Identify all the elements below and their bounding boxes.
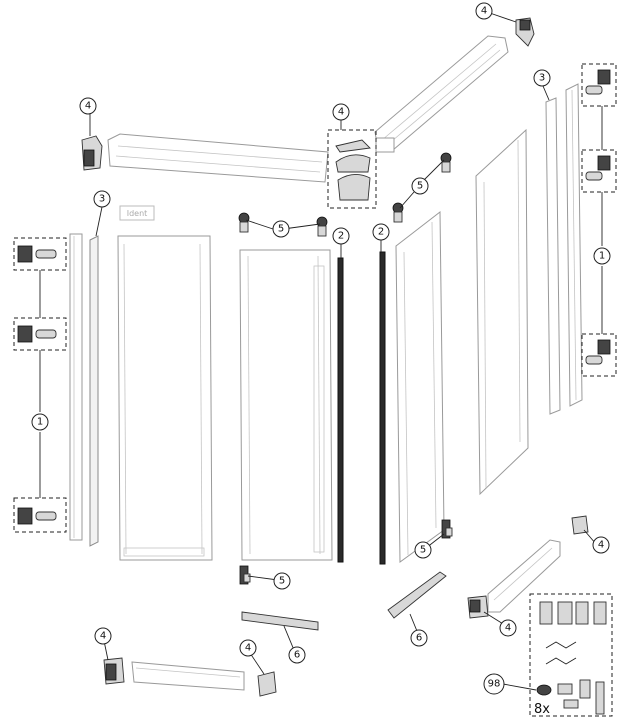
roller-top-right-b	[440, 152, 452, 173]
callout-4-center: 4	[332, 103, 350, 121]
callout-98-kit: 98	[483, 673, 505, 695]
fixed-panel-left	[117, 235, 213, 561]
sliding-door-right	[395, 210, 445, 563]
bottom-sweep-left	[241, 611, 319, 631]
end-cap-bottom-center	[257, 671, 277, 697]
svg-text:4: 4	[481, 6, 487, 17]
wall-profile-left	[69, 233, 83, 541]
callout-5-top-right: 5	[411, 177, 429, 195]
svg-text:5: 5	[417, 181, 423, 192]
svg-text:98: 98	[488, 679, 501, 690]
kit-quantity-label: 8x	[534, 702, 550, 717]
svg-text:5: 5	[420, 545, 426, 556]
svg-text:4: 4	[505, 623, 511, 634]
ident-tag: Ident	[119, 205, 155, 221]
callout-6-right: 6	[410, 629, 428, 647]
roller-top-left-a	[238, 212, 250, 233]
end-cap-right-small	[571, 515, 589, 535]
callout-4-right-small: 4	[592, 536, 610, 554]
fixing-kit-box	[529, 593, 613, 717]
callout-5-bottom-right: 5	[414, 541, 432, 559]
callout-6-left: 6	[288, 646, 306, 664]
endcap-set-box	[327, 129, 377, 209]
svg-text:2: 2	[378, 227, 384, 238]
callout-4-bottom-right: 4	[499, 619, 517, 637]
callout-2-left: 2	[332, 227, 350, 245]
magnetic-seal-left	[337, 257, 344, 563]
roller-top-right-a	[392, 202, 404, 223]
svg-text:2: 2	[338, 231, 344, 242]
svg-text:5: 5	[279, 576, 285, 587]
wall-profile-right	[565, 83, 583, 407]
callout-3-right: 3	[533, 69, 551, 87]
ident-label: Ident	[127, 209, 148, 218]
svg-text:6: 6	[416, 633, 422, 644]
svg-text:3: 3	[539, 73, 545, 84]
wall-seal-left	[89, 235, 99, 547]
svg-text:4: 4	[338, 107, 344, 118]
endcap-set	[335, 139, 371, 201]
svg-text:4: 4	[245, 643, 251, 654]
callout-4-bottom-left: 4	[94, 627, 112, 645]
wall-bracket-set-right	[581, 63, 617, 377]
bottom-rail-left	[131, 661, 245, 691]
roller-bottom-left	[239, 565, 251, 585]
magnetic-seal-right	[379, 251, 386, 565]
end-cap-top-right	[515, 17, 535, 47]
svg-text:1: 1	[37, 417, 43, 428]
callout-4-top-left: 4	[79, 97, 97, 115]
svg-text:4: 4	[85, 101, 91, 112]
svg-text:4: 4	[100, 631, 106, 642]
callout-4-top-right: 4	[475, 2, 493, 20]
bottom-sweep-right	[387, 571, 447, 619]
wall-bracket-set-left	[13, 237, 67, 533]
svg-text:5: 5	[278, 224, 284, 235]
end-cap-top-left	[81, 135, 103, 171]
sliding-door-left	[239, 249, 333, 561]
bottom-rail-right	[487, 539, 561, 613]
top-rail-right	[374, 35, 509, 153]
callout-1-left: 1	[31, 413, 49, 431]
callout-4-bottom-center: 4	[239, 639, 257, 657]
callout-5-top-center: 5	[272, 220, 290, 238]
callout-3-left: 3	[93, 190, 111, 208]
svg-text:1: 1	[599, 251, 605, 262]
roller-bottom-right	[441, 519, 453, 539]
top-rail-left	[107, 133, 329, 183]
wall-seal-right	[545, 97, 561, 415]
roller-top-left-b	[316, 216, 328, 237]
svg-text:3: 3	[99, 194, 105, 205]
svg-text:6: 6	[294, 650, 300, 661]
callout-2-right: 2	[372, 223, 390, 241]
callout-5-bottom-left: 5	[273, 572, 291, 590]
end-cap-bottom-right	[467, 595, 489, 619]
svg-text:4: 4	[598, 540, 604, 551]
fixed-panel-right	[475, 128, 529, 496]
callout-1-right: 1	[593, 247, 611, 265]
end-cap-bottom-left	[103, 657, 125, 685]
